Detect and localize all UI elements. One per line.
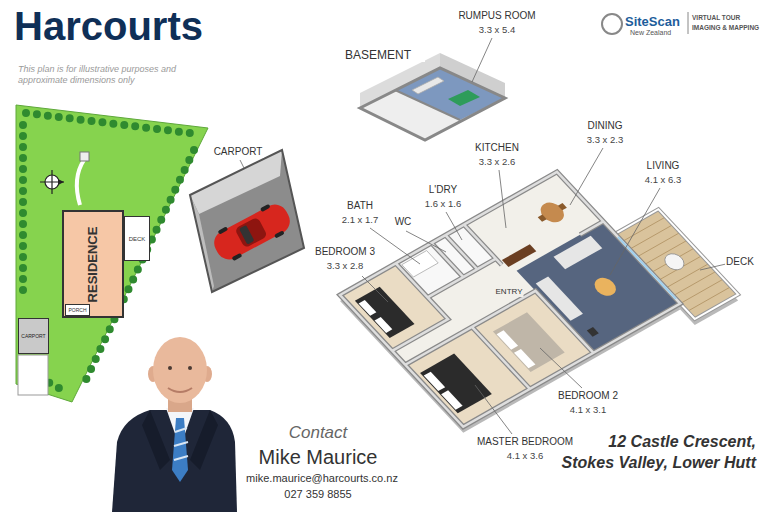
porch-box: PORCH	[65, 304, 90, 316]
room-dimension: 3.3 x 5.4	[478, 24, 516, 35]
room-dimension: 4.1 x 3.6	[506, 450, 544, 461]
room-dimension: 4.1 x 3.1	[569, 404, 607, 415]
level-name: BASEMENT	[345, 48, 425, 62]
agent-portrait	[112, 337, 237, 512]
room-name: CARPORT	[213, 146, 264, 158]
box-label: CARPORT	[21, 333, 45, 339]
logo-divider	[688, 12, 689, 34]
box-label: PORCH	[68, 307, 86, 313]
room-name: WC	[394, 216, 413, 228]
site-lot	[16, 105, 208, 402]
path	[77, 160, 84, 205]
house-illustration	[340, 147, 738, 448]
driveway	[18, 355, 48, 395]
agent-email: mike.maurice@harcourts.co.nz	[246, 472, 398, 485]
room-name: L'DRY	[428, 184, 458, 196]
box-label: RESIDENCE	[86, 226, 101, 302]
brand-logo: Harcourts	[14, 2, 244, 50]
residence-box: RESIDENCEPORCH	[62, 210, 124, 318]
partner-logo: SiteScan	[625, 14, 687, 30]
agent-phone: 027 359 8855	[284, 488, 351, 501]
room-dimension: 4.1 x 6.3	[644, 174, 682, 185]
carport-illustration	[190, 150, 304, 292]
logo-ring	[602, 14, 622, 34]
room-dimension: 3.3 x 2.6	[478, 156, 516, 167]
property-address: 12 Castle Crescent, Stokes Valley, Lower…	[556, 432, 756, 474]
room-dimension: 3.3 x 2.3	[586, 134, 624, 145]
leader-lines	[240, 38, 726, 434]
room-dimension: 3.3 x 2.8	[326, 260, 364, 271]
contact-heading: Contact	[289, 423, 348, 443]
partner-tagline: IMAGING & MAPPING	[692, 24, 764, 32]
room-name: KITCHEN	[474, 142, 520, 154]
room-name: LIVING	[646, 160, 681, 172]
room-name: DINING	[587, 120, 624, 132]
box-label: DECK	[129, 236, 146, 242]
room-name: BEDROOM 3	[314, 246, 376, 258]
basement-illustration	[360, 53, 505, 140]
room-dimension: 2.1 x 1.7	[341, 214, 379, 225]
room-name: BATH	[346, 200, 374, 212]
partner-tagline: VIRTUAL TOUR	[692, 14, 764, 22]
room-name: ENTRY	[495, 287, 524, 297]
deck-box: DECK	[124, 216, 150, 261]
room-dimension: 1.6 x 1.6	[424, 198, 462, 209]
partner-region: New Zealand	[630, 29, 686, 37]
carport-box: CARPORT	[18, 318, 49, 354]
letterbox	[80, 152, 89, 161]
disclaimer: This plan is for illustrative purposes a…	[18, 64, 198, 87]
room-name: DECK	[725, 256, 755, 268]
compass	[40, 170, 64, 194]
room-name: RUMPUS ROOM	[457, 10, 536, 22]
agent-name: Mike Maurice	[259, 445, 378, 469]
room-name: MASTER BEDROOM	[476, 436, 574, 448]
room-name: BEDROOM 2	[557, 390, 619, 402]
